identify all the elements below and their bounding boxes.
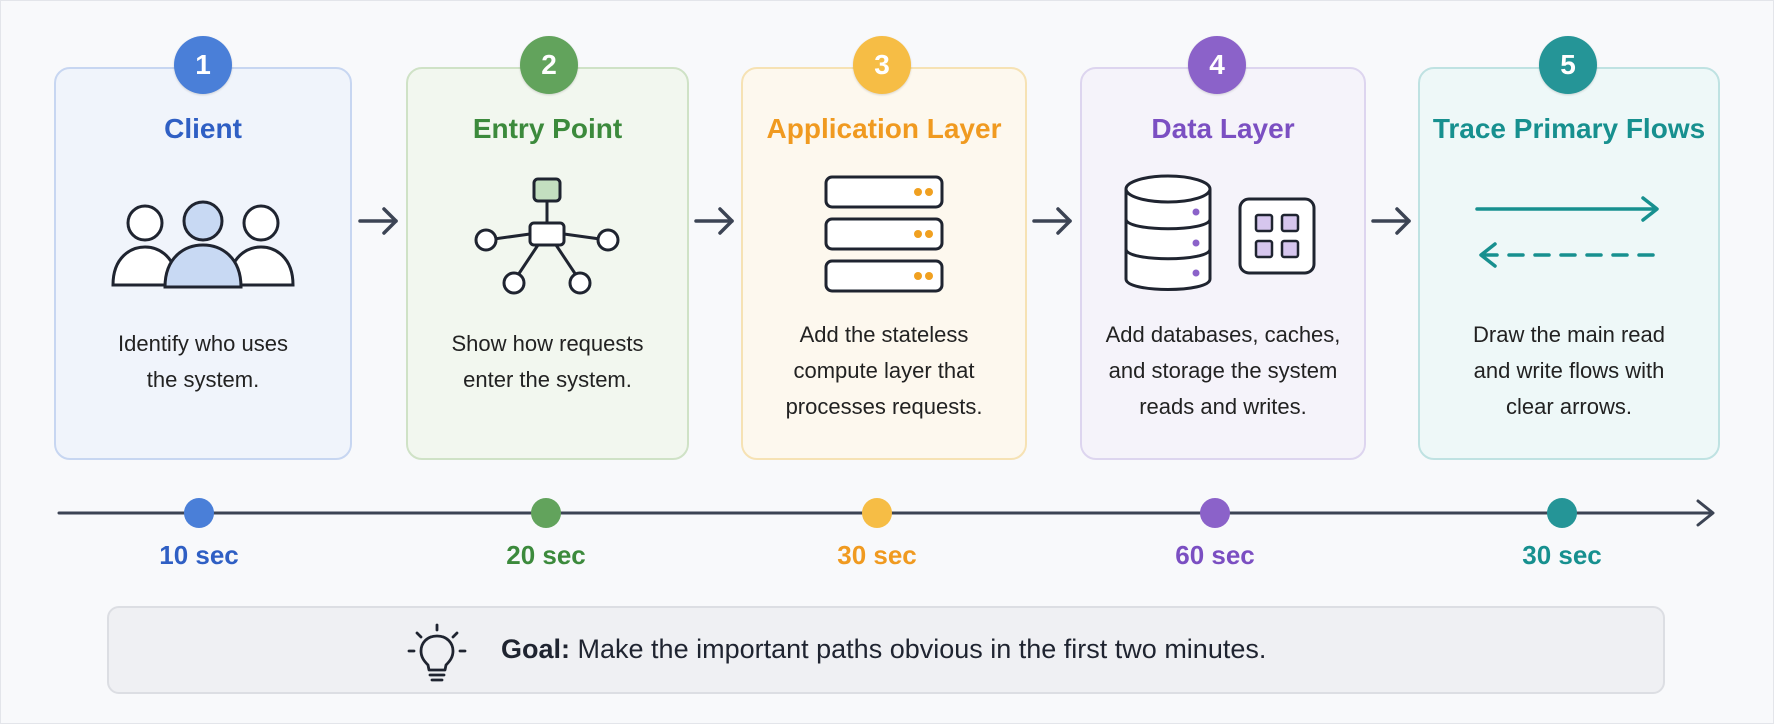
- step-title: Client: [164, 113, 242, 144]
- flow-arrows-icon: [1420, 169, 1718, 309]
- step-card-trace-primary-flows: Trace Primary Flows Draw the main read a…: [1418, 67, 1720, 460]
- database-icon: [1082, 169, 1364, 309]
- goal-label: Goal:: [501, 634, 571, 664]
- step-description: Add databases, caches, and storage the s…: [1105, 322, 1341, 419]
- step-card-client: Client Identify who uses the system.: [54, 67, 352, 460]
- timeline-dot: [531, 498, 561, 528]
- timeline-dot: [1200, 498, 1230, 528]
- step-description: Add the stateless compute layer that pro…: [785, 322, 983, 419]
- goal-banner: Goal: Make the important paths obvious i…: [107, 606, 1665, 694]
- step-title: Entry Point: [472, 113, 623, 144]
- timeline-dot: [184, 498, 214, 528]
- step-number-badge: 3: [853, 36, 911, 94]
- step-description: Show how requests enter the system.: [451, 331, 644, 392]
- duration-label: 20 sec: [506, 540, 586, 570]
- duration-label: 30 sec: [837, 540, 917, 570]
- users-icon: [56, 169, 350, 309]
- server-stack-icon: [743, 169, 1025, 309]
- duration-label: 60 sec: [1175, 540, 1255, 570]
- goal-description: Make the important paths obvious in the …: [577, 634, 1267, 664]
- step-number-badge: 4: [1188, 36, 1246, 94]
- step-number-badge: 2: [520, 36, 578, 94]
- step-title: Data Layer: [1151, 113, 1295, 144]
- step-title: Application Layer: [766, 113, 1002, 144]
- step-card-entry-point: Entry Point Show how requests enter the …: [406, 67, 689, 460]
- duration-label: 10 sec: [159, 540, 239, 570]
- step-description: Identify who uses the system.: [118, 331, 288, 392]
- timeline-dot: [1547, 498, 1577, 528]
- arrow-right-icon: [1371, 207, 1411, 235]
- step-card-application-layer: Application Layer Add the stateless comp…: [741, 67, 1027, 460]
- lightbulb-icon: [407, 623, 467, 682]
- goal-text: Goal: Make the important paths obvious i…: [501, 634, 1266, 665]
- step-description: Draw the main read and write flows with …: [1473, 322, 1665, 419]
- step-title: Trace Primary Flows: [1432, 113, 1706, 144]
- arrow-right-icon: [1032, 207, 1072, 235]
- arrow-right-icon: [694, 207, 734, 235]
- step-card-data-layer: Data Layer Add databases, cac: [1080, 67, 1366, 460]
- step-number-badge: 1: [174, 36, 232, 94]
- network-node-icon: [408, 169, 687, 309]
- arrow-right-icon: [358, 207, 398, 235]
- duration-label: 30 sec: [1522, 540, 1602, 570]
- step-number-badge: 5: [1539, 36, 1597, 94]
- timeline-dot: [862, 498, 892, 528]
